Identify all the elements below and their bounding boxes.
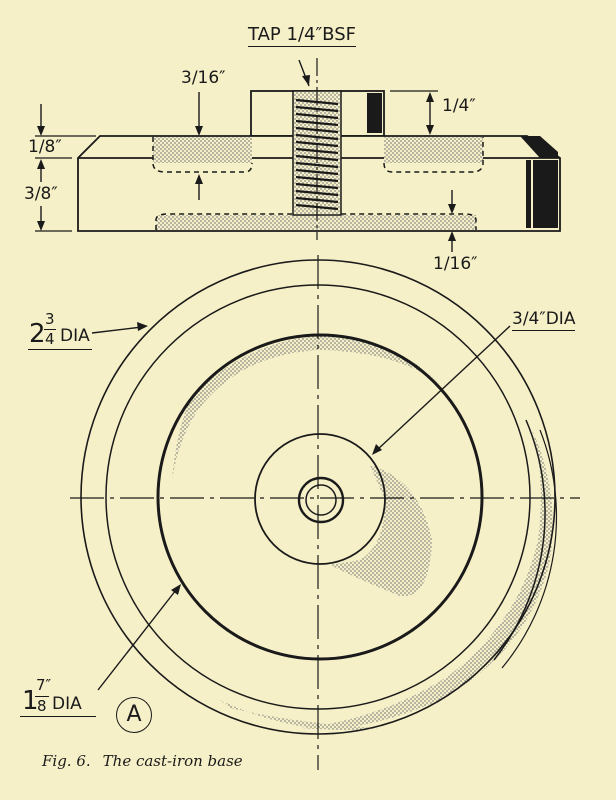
view-label-a: A <box>116 697 152 733</box>
inner-dia-numerator: 7″ <box>36 676 52 694</box>
outer-dia-denominator: 4 <box>45 330 55 348</box>
dim-3-16-label: 3/16″ <box>181 68 226 88</box>
bottom-recess <box>156 215 476 230</box>
dim-1-16-label: 1/16″ <box>433 254 478 274</box>
recess-circle <box>156 333 484 661</box>
inner-dia-text: DIA <box>52 694 82 714</box>
bore-outer-circle <box>297 476 345 524</box>
side-view <box>35 58 561 252</box>
right-recess <box>384 137 483 163</box>
outer-shading-right <box>300 430 553 730</box>
figure-caption: Fig. 6. The cast-iron base <box>42 752 255 770</box>
bottom-shading <box>220 700 380 731</box>
outer-dia-numerator: 3 <box>45 310 55 328</box>
inner-dia-denominator: 8 <box>37 697 47 715</box>
boss-dark-edge <box>367 93 382 133</box>
figure-number: Fig. 6. <box>42 752 91 770</box>
outer-dia-whole: 2 <box>29 319 46 349</box>
chamfer-dark <box>520 136 558 158</box>
plan-view <box>70 255 580 770</box>
figure-title: The cast-iron base <box>102 752 243 770</box>
boss-circle <box>254 433 386 565</box>
tap-label: TAP 1/4″BSF <box>248 24 356 47</box>
dim-3-8-label: 3/8″ <box>24 184 58 204</box>
rim-dark-edge <box>526 160 558 228</box>
bore-inner-circle <box>305 484 337 516</box>
boss-dia-label: 3/4″DIA <box>512 309 576 331</box>
inner-dia-whole: 1 <box>22 686 39 716</box>
dim-1-4-label: 1/4″ <box>442 96 476 116</box>
boss-shading <box>330 465 432 597</box>
outer-dia-text: DIA <box>60 326 90 346</box>
inner-shading-left <box>172 336 440 480</box>
dim-1-8-label: 1/8″ <box>28 137 62 157</box>
left-recess <box>153 137 252 163</box>
